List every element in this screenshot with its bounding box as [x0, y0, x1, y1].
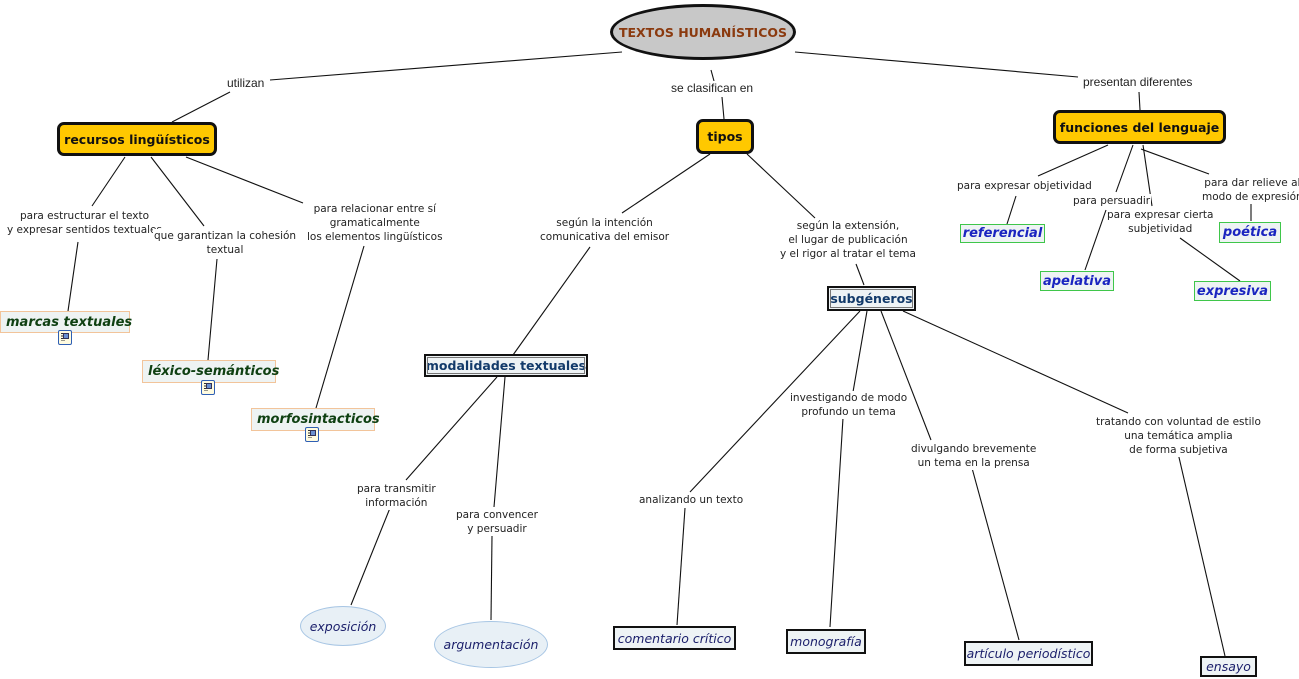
link-label-relacionar: para relacionar entre sí gramaticalmente…	[306, 202, 444, 244]
line	[67, 241, 79, 312]
concept-poetica[interactable]: poética	[1219, 222, 1281, 243]
line	[171, 91, 231, 123]
link-label-utilizan: utilizan	[226, 76, 266, 90]
line	[1140, 148, 1210, 175]
line	[746, 153, 816, 219]
link-label-intencion: según la intención comunicativa del emis…	[539, 216, 671, 244]
line	[1006, 195, 1017, 225]
line	[1037, 144, 1109, 177]
line	[971, 467, 1020, 641]
line	[1177, 452, 1226, 657]
concept-monografia[interactable]: monografía	[786, 629, 866, 654]
concept-morfosintacticos[interactable]: morfosintacticos	[251, 408, 380, 431]
line	[512, 246, 591, 356]
line	[350, 507, 391, 606]
link-label-subjetividad: para expresar cierta subjetividad	[1107, 209, 1214, 235]
line	[493, 376, 506, 508]
link-label-estructurar: para estructurar el texto y expresar sen…	[6, 209, 163, 237]
line	[689, 310, 861, 493]
line	[315, 245, 365, 409]
line	[852, 310, 868, 393]
link-label-extension: según la extensión, el lugar de publicac…	[779, 219, 917, 261]
line	[1084, 209, 1107, 271]
link-label-investigando: investigando de modo profundo un tema	[789, 391, 909, 419]
line	[855, 263, 865, 286]
line	[269, 51, 623, 81]
line	[794, 51, 1079, 78]
link-label-se-clasifican-en: se clasifican en	[670, 81, 755, 95]
concept-apelativa[interactable]: apelativa	[1040, 271, 1114, 291]
line	[185, 156, 304, 204]
document-resource-icon[interactable]	[58, 330, 72, 345]
line	[1138, 91, 1141, 111]
link-label-relieve: para dar relieve al modo de expresión	[1201, 176, 1299, 204]
concept-tipos[interactable]: tipos	[696, 119, 754, 154]
link-label-transmitir: para transmitir información	[356, 482, 437, 510]
line	[150, 156, 205, 227]
link-label-presentan-diferentes: presentan diferentes	[1082, 75, 1194, 89]
concept-subgeneros[interactable]: subgéneros	[827, 286, 916, 311]
line	[829, 417, 844, 628]
concept-exposicion[interactable]: exposición	[300, 606, 386, 646]
line	[405, 376, 498, 481]
concept-funciones-del-lenguaje[interactable]: funciones del lenguaje	[1053, 110, 1226, 144]
concept-articulo-periodistico[interactable]: artículo periodístico	[964, 641, 1093, 666]
link-label-objetividad: para expresar objetividad	[956, 179, 1093, 193]
line	[676, 507, 686, 626]
link-label-cohesion: que garantizan la cohesión textual	[153, 229, 298, 257]
line	[207, 258, 218, 361]
document-resource-icon[interactable]	[305, 427, 319, 442]
concept-referencial[interactable]: referencial	[960, 224, 1045, 243]
concept-modalidades-textuales[interactable]: modalidades textuales	[424, 354, 588, 377]
line	[902, 310, 1129, 414]
line	[721, 96, 725, 120]
link-label-analizando: analizando un texto	[638, 493, 745, 507]
line	[880, 310, 932, 441]
link-label-divulgando: divulgando brevemente un tema en la pren…	[910, 442, 1038, 470]
line	[91, 156, 126, 207]
root-concept-textos-humanisticos[interactable]: TEXTOS HUMANÍSTICOS	[610, 4, 796, 60]
line	[1115, 144, 1134, 193]
concept-recursos-linguisticos[interactable]: recursos lingüísticos	[57, 122, 217, 156]
line	[490, 535, 493, 621]
concept-expresiva[interactable]: expresiva	[1194, 281, 1271, 301]
concept-argumentacion[interactable]: argumentación	[434, 621, 548, 668]
line	[710, 69, 715, 82]
link-label-persuadir: para persuadir	[1072, 194, 1152, 208]
link-label-tratando: tratando con voluntad de estilo una temá…	[1095, 415, 1262, 457]
link-label-convencer: para convencer y persuadir	[455, 508, 539, 536]
line	[1179, 237, 1241, 282]
concept-ensayo[interactable]: ensayo	[1200, 656, 1257, 677]
line	[621, 153, 711, 214]
concept-comentario-critico[interactable]: comentario crítico	[613, 626, 736, 650]
document-resource-icon[interactable]	[201, 380, 215, 395]
